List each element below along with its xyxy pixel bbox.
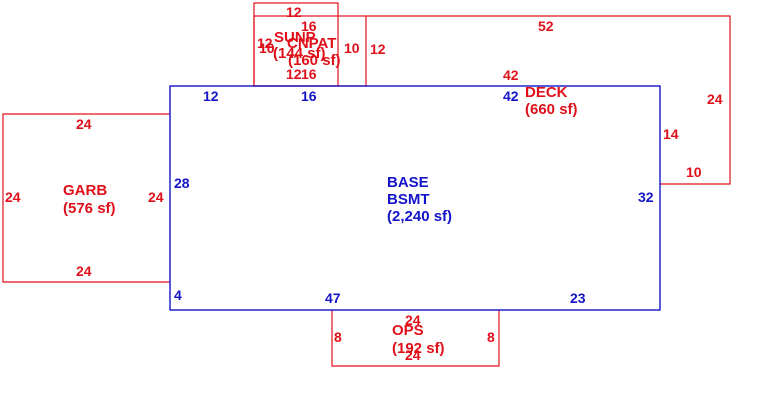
base-bottom-left-dim: 47 xyxy=(325,290,341,306)
base-name: BASE xyxy=(387,174,429,191)
deck-name: DECK xyxy=(525,84,568,101)
garb-outline xyxy=(2,113,170,283)
deck-outline xyxy=(366,15,731,185)
sunp-right-dim: 12 xyxy=(370,41,386,57)
deck-step-dim: 14 xyxy=(663,126,679,142)
base-top-left-dim: 12 xyxy=(203,88,219,104)
garb-top-dim: 24 xyxy=(76,116,92,132)
cnpat-top-dim: 16 xyxy=(301,18,317,34)
base-top-mid-dim: 16 xyxy=(301,88,317,104)
ops-name: OPS xyxy=(392,322,424,339)
ops-right-dim: 8 xyxy=(487,329,495,345)
garb-right-dim: 24 xyxy=(148,189,164,205)
deck-right-dim: 24 xyxy=(707,91,723,107)
base-outline xyxy=(169,85,661,311)
deck-top-dim: 52 xyxy=(538,18,554,34)
cnpat-area: (160 sf) xyxy=(288,52,341,69)
ops-area: (192 sf) xyxy=(392,340,445,357)
base-top-right-dim: 42 xyxy=(503,88,519,104)
base-left-dim: 28 xyxy=(174,175,190,191)
sunp-top-dim: 12 xyxy=(286,4,302,20)
cnpat-right-dim: 10 xyxy=(344,40,360,56)
sunp-name: SUNP xyxy=(274,29,316,46)
base-left-small-dim: 4 xyxy=(174,287,182,303)
garb-name: GARB xyxy=(63,182,107,199)
sunp-bottom-dim: 12 xyxy=(286,66,302,82)
base-area: (2,240 sf) xyxy=(387,208,452,225)
ops-bottom-dim: 24 xyxy=(405,347,421,363)
base-bottom-right-dim: 23 xyxy=(570,290,586,306)
sunp-left-dim: 12 xyxy=(257,35,273,51)
ops-top-dim: 24 xyxy=(405,312,421,328)
ops-left-dim: 8 xyxy=(334,329,342,345)
garb-bottom-dim: 24 xyxy=(76,263,92,279)
base-right-dim: 32 xyxy=(638,189,654,205)
deck-inner-dim: 42 xyxy=(503,67,519,83)
ops-outline xyxy=(331,310,500,367)
deck-bottom-dim: 10 xyxy=(686,164,702,180)
sunp-area: (144 sf) xyxy=(273,45,326,62)
garb-left-dim: 24 xyxy=(5,189,21,205)
cnpat-name: CNPAT xyxy=(287,35,336,52)
deck-area: (660 sf) xyxy=(525,101,578,118)
base-sub: BSMT xyxy=(387,191,430,208)
cnpat-bottom-dim: 16 xyxy=(301,66,317,82)
garb-area: (576 sf) xyxy=(63,200,116,217)
cnpat-left-dim: 10 xyxy=(259,40,275,56)
